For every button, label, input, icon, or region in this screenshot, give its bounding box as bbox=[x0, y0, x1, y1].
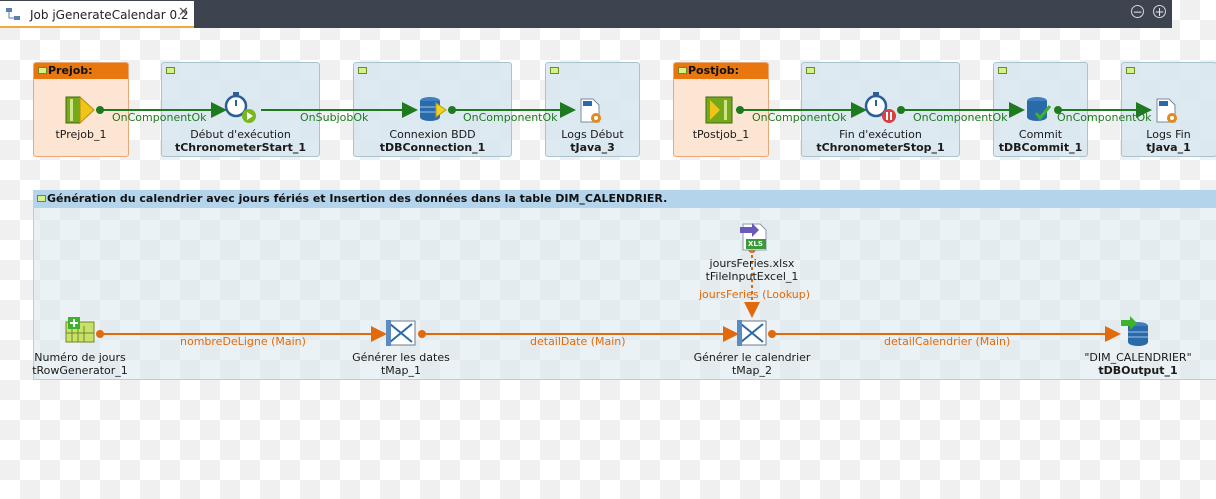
excel-badge: XLS bbox=[748, 240, 763, 248]
editor-tab-bar: Job jGenerateCalendar 0.2 ✕ − + bbox=[0, 0, 1172, 28]
flow-link[interactable] bbox=[768, 326, 1121, 342]
excel-input-icon[interactable] bbox=[740, 223, 767, 251]
tmap-icon[interactable] bbox=[386, 320, 416, 346]
database-output-icon[interactable] bbox=[1121, 316, 1148, 346]
link-label: OnComponentOk bbox=[112, 111, 207, 124]
component-label: "DIM_CALENDRIER"tDBOutput_1 bbox=[1084, 351, 1192, 377]
collapse-icon[interactable] bbox=[678, 67, 687, 74]
trigger-link[interactable] bbox=[448, 102, 576, 118]
flow-link[interactable] bbox=[418, 326, 739, 342]
tab-close-icon[interactable]: ✕ bbox=[178, 5, 189, 20]
collapse-icon[interactable] bbox=[37, 195, 46, 202]
trigger-link[interactable] bbox=[897, 102, 1025, 118]
chronometer-start-icon[interactable] bbox=[224, 92, 256, 123]
prejob-header: Prejob: bbox=[34, 63, 128, 79]
lookup-link-label: joursFeries (Lookup) bbox=[699, 288, 811, 301]
collapse-icon[interactable] bbox=[166, 67, 175, 74]
database-commit-icon[interactable] bbox=[1027, 97, 1052, 121]
prejob-title: Prejob: bbox=[48, 64, 93, 77]
postjob-header: Postjob: bbox=[674, 63, 768, 79]
minimize-button[interactable]: − bbox=[1131, 5, 1144, 19]
flow-link[interactable] bbox=[96, 326, 387, 342]
java-icon[interactable] bbox=[580, 98, 601, 123]
job-icon bbox=[6, 8, 20, 20]
database-connection-icon[interactable] bbox=[420, 97, 447, 121]
tmap-icon[interactable] bbox=[737, 320, 767, 346]
main-subjob-header[interactable]: Génération du calendrier avec jours féri… bbox=[33, 190, 1216, 208]
trigger-link[interactable] bbox=[736, 102, 867, 118]
collapse-icon[interactable] bbox=[550, 67, 559, 74]
tab-title: Job jGenerateCalendar 0.2 bbox=[30, 8, 189, 22]
prejob-component-label: tPrejob_1 bbox=[55, 128, 107, 141]
main-subjob-title: Génération du calendrier avec jours féri… bbox=[47, 192, 668, 205]
link-label: detailCalendrier (Main) bbox=[884, 335, 1011, 348]
trigger-link[interactable] bbox=[1054, 102, 1152, 118]
collapse-icon[interactable] bbox=[38, 67, 47, 74]
trigger-link[interactable] bbox=[96, 102, 227, 118]
link-label: OnComponentOk bbox=[913, 111, 1008, 124]
maximize-button[interactable]: + bbox=[1153, 5, 1166, 19]
link-label: detailDate (Main) bbox=[530, 335, 626, 348]
postjob-title: Postjob: bbox=[688, 64, 740, 77]
collapse-icon[interactable] bbox=[1126, 67, 1135, 74]
java-icon[interactable] bbox=[1156, 98, 1177, 123]
link-label: OnComponentOk bbox=[752, 111, 847, 124]
collapse-icon[interactable] bbox=[806, 67, 815, 74]
prejob-icon[interactable] bbox=[65, 95, 95, 125]
postjob-icon[interactable] bbox=[705, 96, 733, 124]
main-subjob-body[interactable] bbox=[33, 208, 1216, 380]
collapse-icon[interactable] bbox=[998, 67, 1007, 74]
postjob-component-label: tPostjob_1 bbox=[692, 128, 750, 141]
link-label: OnSubjobOk bbox=[300, 111, 369, 124]
row-generator-icon[interactable] bbox=[65, 317, 95, 343]
collapse-icon[interactable] bbox=[358, 67, 367, 74]
link-label: nombreDeLigne (Main) bbox=[180, 335, 306, 348]
link-label: OnComponentOk bbox=[1057, 111, 1152, 124]
job-tab[interactable]: Job jGenerateCalendar 0.2 ✕ bbox=[0, 1, 194, 28]
link-label: OnComponentOk bbox=[463, 111, 558, 124]
chronometer-stop-icon[interactable] bbox=[864, 92, 896, 123]
